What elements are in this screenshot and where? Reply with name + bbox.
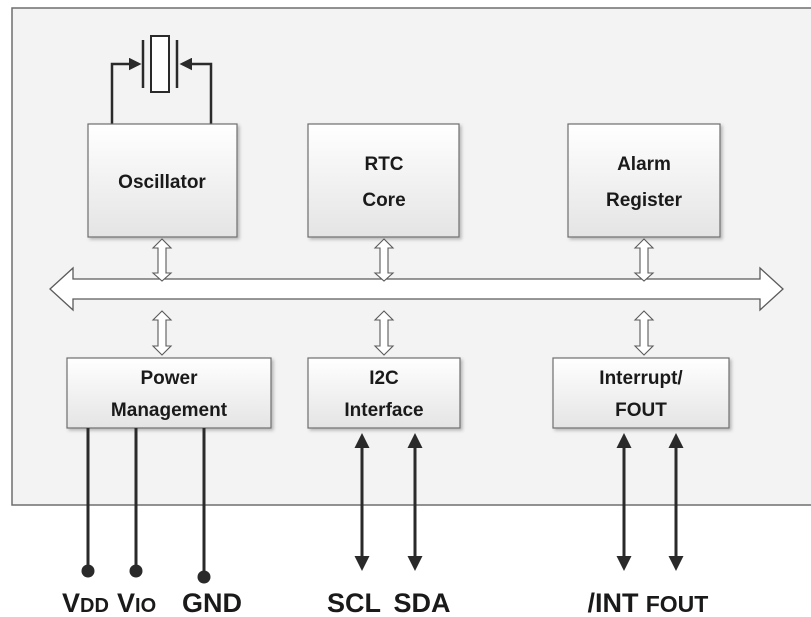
internal-bus-arrow [49,266,784,312]
bus-connector-alarm-upper [633,238,655,282]
power-pin-lines [86,428,206,573]
oscillator-block: Oscillator [87,123,238,238]
gnd-pin-label: GND [182,588,242,617]
bus-connector-interrupt-lower [633,310,655,356]
alarm-register-block: Alarm Register [567,123,721,238]
fout-pin-label: FOUT [646,591,709,617]
alarm-register-label-line1: Alarm [617,154,671,175]
scl-pin-label: SCL [327,588,381,617]
chip-outline [11,7,811,506]
bus-connector-i2c-lower [373,310,395,356]
i2c-interface-label-line1: I2C [369,368,399,389]
interrupt-fout-label-line2: FOUT [615,400,667,421]
rtc-core-block: RTC Core [307,123,460,238]
power-management-label-line2: Management [111,400,228,421]
alarm-register-label-line2: Register [606,190,683,211]
power-management-block: Power Management [66,357,272,429]
int-pin-label: /INT [588,588,640,617]
vdd-pin-dot [81,564,95,578]
crystal-feed-lines [110,57,213,124]
signal-arrows [354,433,684,571]
vdd-pin-label: VDD [62,588,109,617]
oscillator-label: Oscillator [118,172,206,193]
interrupt-fout-label-line1: Interrupt/ [599,368,683,389]
power-management-label-line1: Power [140,368,198,389]
rtc-core-label-line2: Core [362,190,405,211]
gnd-pin-dot [197,570,211,584]
vio-pin-dot [129,564,143,578]
rtc-core-label-line1: RTC [364,154,403,175]
i2c-interface-block: I2C Interface [307,357,461,429]
sda-pin-label: SDA [393,588,450,617]
crystal-icon [141,35,179,93]
i2c-interface-label-line2: Interface [344,400,423,421]
bus-connector-rtc-upper [373,238,395,282]
bus-connector-power-lower [151,310,173,356]
bus-connector-oscillator-upper [151,238,173,282]
interrupt-fout-block: Interrupt/ FOUT [552,357,730,429]
vio-pin-label: VIO [117,588,156,617]
